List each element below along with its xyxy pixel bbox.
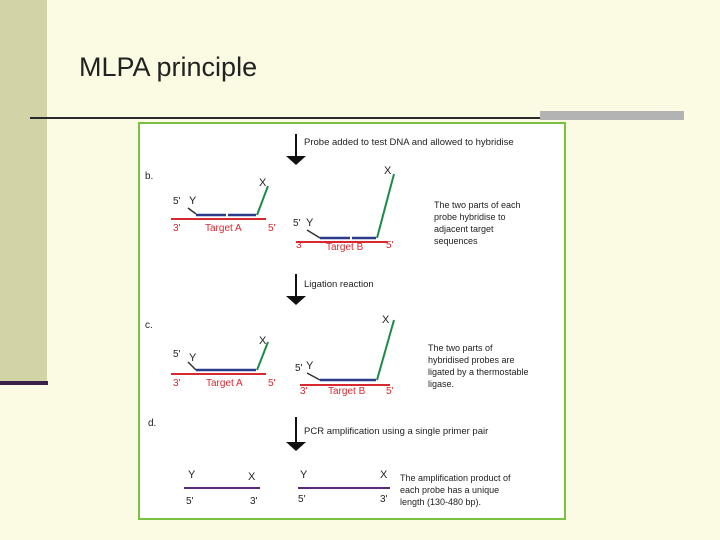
step-c-left-3prime: 3' [173, 378, 181, 389]
step-b-left-5prime: 5' [173, 196, 181, 207]
step-b-label: b. [145, 171, 153, 182]
step-c-note-line: The two parts of [428, 343, 493, 353]
step-c-right-x: X [382, 314, 390, 326]
step-d-right-3prime: 3' [380, 494, 388, 505]
step-c-right-5prime: 5' [295, 363, 303, 374]
step-d-right-5prime: 5' [298, 494, 306, 505]
step-c-arrow-text: Ligation reaction [304, 279, 374, 290]
step-d-arrow-head [286, 442, 306, 451]
slide-title: MLPA principle [79, 52, 257, 83]
mlpa-diagram-svg: b. Probe added to test DNA and allowed t… [140, 124, 564, 518]
step-b-left-x: X [259, 177, 267, 189]
step-d-note-line: length (130-480 bp). [400, 497, 481, 507]
step-c-note: The two parts of hybridised probes are l… [428, 343, 529, 389]
step-d-arrow-text: PCR amplification using a single primer … [304, 426, 488, 437]
step-c-right-target: Target B [328, 386, 366, 397]
step-b-right-target: Target B [326, 242, 364, 253]
step-c-arrow-head [286, 296, 306, 305]
step-d-label: d. [148, 418, 156, 429]
step-d-left-y: Y [188, 469, 196, 481]
step-b-right-y: Y [306, 217, 314, 229]
step-c-note-line: hybridised probes are [428, 355, 515, 365]
step-c-right-x-tail [377, 320, 394, 380]
step-b-right-5prime-end: 5' [386, 240, 394, 251]
step-c-note-line: ligated by a thermostable [428, 367, 529, 377]
step-c-right-y-tail [307, 373, 320, 380]
step-d-left-5prime: 5' [186, 496, 194, 507]
step-b-left-x-tail [257, 186, 268, 215]
step-d-left-x: X [248, 471, 256, 483]
step-b-left-y: Y [189, 195, 197, 207]
step-c-note-line: ligase. [428, 379, 454, 389]
step-c-right-3prime: 3' [300, 386, 308, 397]
step-d-right-x: X [380, 469, 388, 481]
side-accent-bar [0, 0, 47, 384]
side-accent-bar-base [0, 381, 48, 385]
step-b-right-x: X [384, 165, 392, 177]
step-c-left-target: Target A [206, 378, 243, 389]
step-c-left-y: Y [189, 352, 197, 364]
step-d-right-y: Y [300, 469, 308, 481]
step-b-left-5prime-end: 5' [268, 223, 276, 234]
title-divider-accent [540, 111, 684, 120]
step-c-label: c. [145, 320, 153, 331]
step-d-left-3prime: 3' [250, 496, 258, 507]
step-c-left-5prime-end: 5' [268, 378, 276, 389]
step-b-note: The two parts of each probe hybridise to… [434, 200, 521, 246]
step-b-note-line: sequences [434, 236, 478, 246]
step-b-arrow-head [286, 156, 306, 165]
mlpa-diagram: b. Probe added to test DNA and allowed t… [138, 122, 566, 520]
step-b-note-line: The two parts of each [434, 200, 521, 210]
step-c-left-5prime: 5' [173, 349, 181, 360]
step-d-note: The amplification product of each probe … [400, 473, 511, 507]
step-d-note-line: each probe has a unique [400, 485, 499, 495]
step-b-right-y-tail [307, 230, 320, 238]
step-b-right-3prime: 3' [296, 240, 304, 251]
step-b-right-5prime: 5' [293, 218, 301, 229]
step-b-left-3prime: 3' [173, 223, 181, 234]
step-c-right-5prime-end: 5' [386, 386, 394, 397]
step-b-note-line: adjacent target [434, 224, 494, 234]
title-divider [30, 117, 540, 119]
step-b-arrow-text: Probe added to test DNA and allowed to h… [304, 137, 514, 148]
step-b-right-x-tail [377, 174, 394, 238]
step-d-note-line: The amplification product of [400, 473, 511, 483]
step-c-right-y: Y [306, 360, 314, 372]
step-b-left-target: Target A [205, 223, 242, 234]
step-b-left-y-tail [188, 208, 196, 214]
step-b-note-line: probe hybridise to [434, 212, 506, 222]
